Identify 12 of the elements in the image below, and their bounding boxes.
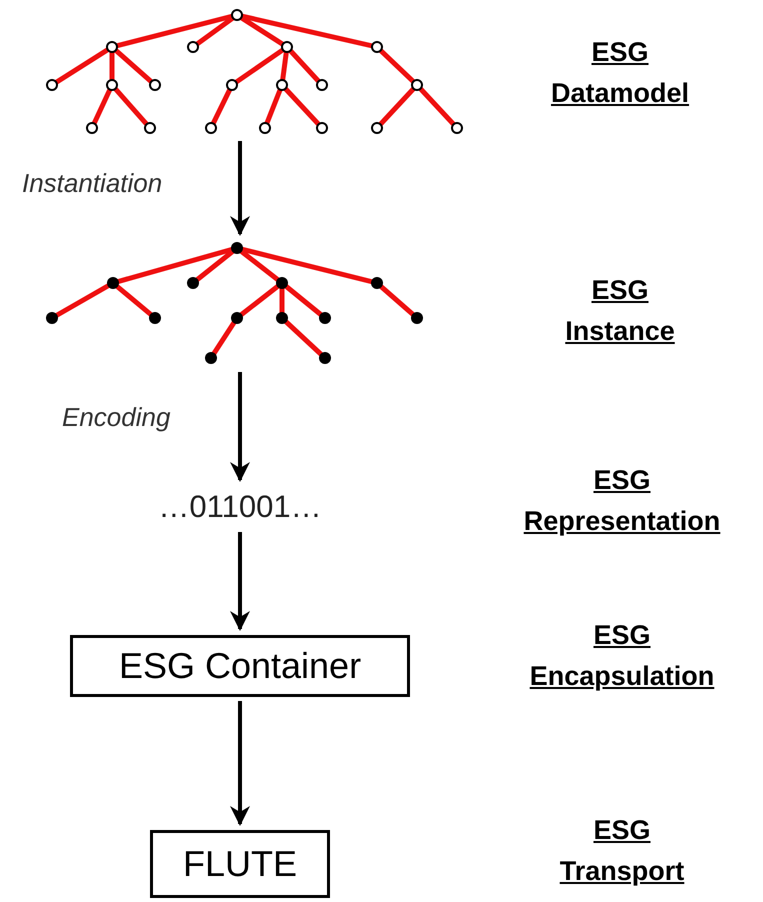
arrow bbox=[230, 532, 250, 631]
process-box: FLUTE bbox=[150, 830, 330, 898]
binary-text: …011001… bbox=[120, 486, 360, 528]
stage-label: ESG Encapsulation bbox=[530, 619, 714, 693]
arrow bbox=[230, 701, 250, 826]
stage-label: ESG Transport bbox=[560, 814, 684, 888]
stage-label: ESG Datamodel bbox=[550, 36, 690, 110]
stage-label: ESG Representation bbox=[524, 464, 720, 538]
stage-label: ESG Instance bbox=[565, 274, 675, 348]
arrow bbox=[230, 141, 250, 236]
process-box: ESG Container bbox=[70, 635, 410, 697]
arrow bbox=[230, 372, 250, 482]
